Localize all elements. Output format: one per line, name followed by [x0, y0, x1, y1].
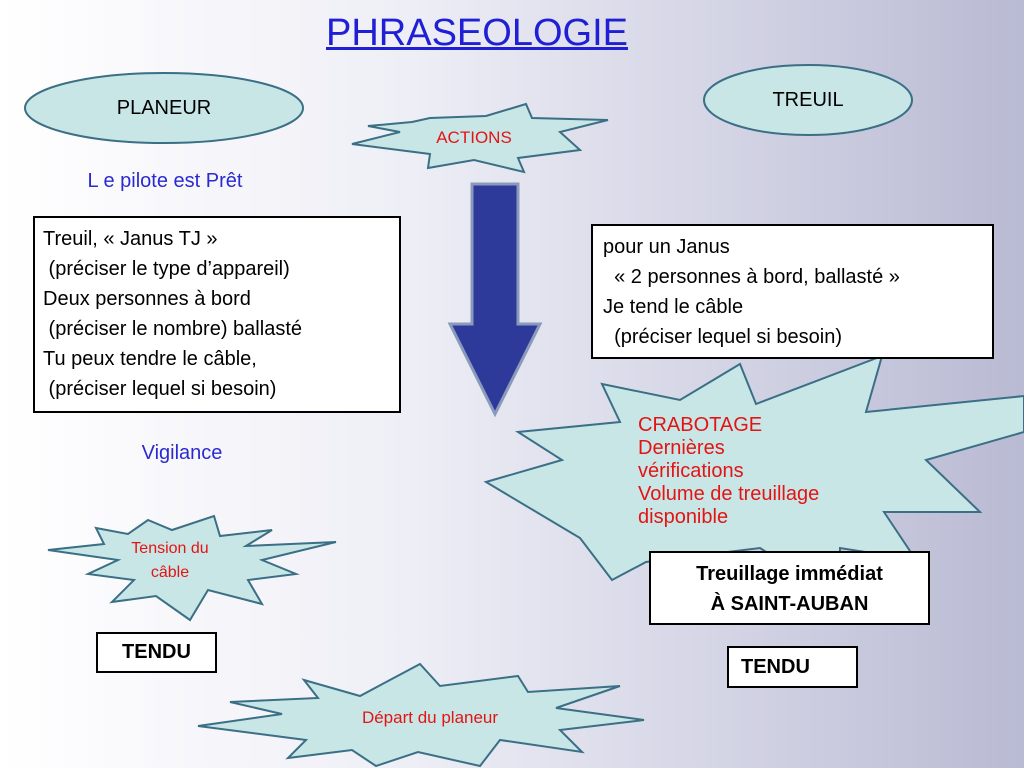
tendu-left-box: TENDU [96, 632, 217, 673]
tension-star [47, 514, 337, 622]
pilote-pret-text: L e pilote est Prêt [87, 170, 243, 192]
vigilance-text: Vigilance [141, 442, 223, 464]
actions-star [351, 102, 609, 174]
planeur-ellipse [24, 72, 304, 144]
crabotage-text: CRABOTAGE Dernières vérifications Volume… [638, 414, 820, 528]
treuillage-box: Treuillage immédiat À SAINT-AUBAN [649, 551, 930, 625]
planeur-label: PLANEUR [116, 97, 212, 119]
treuil-ellipse [703, 64, 913, 136]
treuil-label: TREUIL [772, 89, 844, 111]
depart-star [197, 662, 645, 768]
treuil-message-box: pour un Janus « 2 personnes à bord, ball… [591, 224, 994, 359]
actions-label: ACTIONS [436, 128, 512, 147]
planeur-message-box: Treuil, « Janus TJ » (préciser le type d… [33, 216, 401, 413]
tension-cable-text: Tension du câble [131, 540, 209, 581]
down-arrow [447, 182, 543, 418]
tendu-right-box: TENDU [727, 646, 858, 688]
depart-planeur-text: Départ du planeur [361, 708, 499, 727]
page-title: PHRASEOLOGIE [326, 12, 628, 54]
